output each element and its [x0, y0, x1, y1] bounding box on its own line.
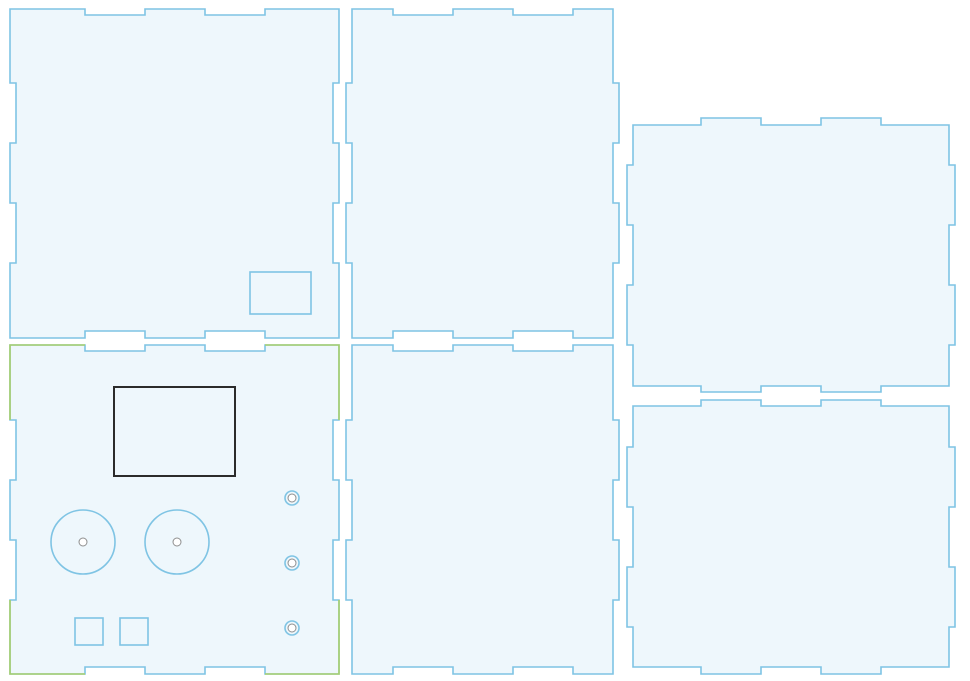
panel-right-upper	[626, 117, 956, 393]
engrave-edge-top-right	[265, 344, 340, 420]
square-cutout-left	[74, 617, 104, 646]
engrave-edge-bottom-right	[265, 600, 340, 675]
rectangular-cutout	[249, 271, 312, 315]
engrave-edge-top-left	[9, 344, 85, 420]
square-cutout-right	[119, 617, 149, 646]
button-hole-middle	[284, 555, 300, 571]
button-hole-top	[284, 490, 300, 506]
engrave-edge-bottom-left	[9, 600, 85, 675]
speaker-hole-left	[50, 509, 116, 575]
panel-top-left	[9, 8, 340, 339]
button-hole-bottom	[284, 620, 300, 636]
speaker-center-hole-left	[78, 537, 88, 547]
speaker-hole-right	[144, 509, 210, 575]
speaker-center-hole-right	[172, 537, 182, 547]
panel-top-middle	[345, 8, 620, 339]
display-window	[113, 386, 236, 477]
panel-right-lower	[626, 399, 956, 675]
panel-bottom-middle	[345, 344, 620, 675]
